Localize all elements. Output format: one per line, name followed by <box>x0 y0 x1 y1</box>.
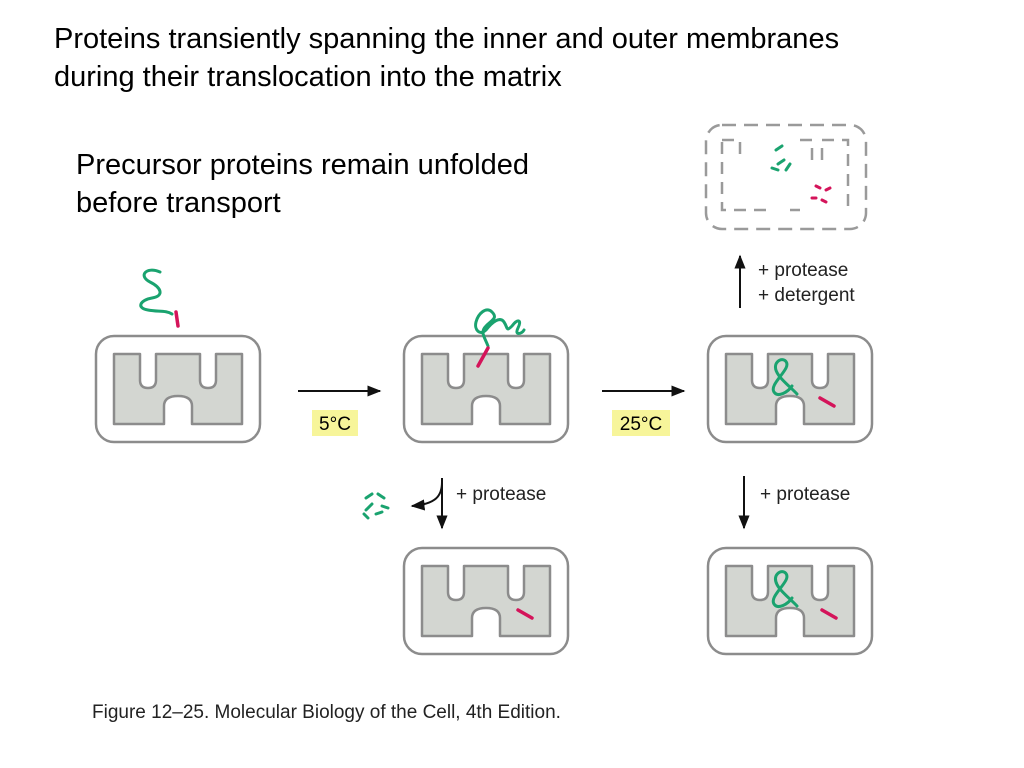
slide-title: Proteins transiently spanning the inner … <box>54 20 1004 96</box>
imported-protein <box>771 358 836 408</box>
svg-text:+ protease: + protease <box>758 260 848 281</box>
protein-spanning-outer <box>474 308 526 368</box>
protected-protein <box>771 570 838 620</box>
svg-text:25°C: 25°C <box>620 414 662 435</box>
temp-label-25c: 25°C <box>612 410 670 436</box>
label-protease-detergent: + protease + detergent <box>758 260 855 306</box>
figure-caption: Figure 12–25. Molecular Biology of the C… <box>92 702 561 723</box>
label-protease-right: + protease <box>760 484 850 505</box>
slide-subtitle-line1: Precursor proteins remain unfolded <box>76 149 529 181</box>
label-protease-left: + protease <box>456 484 546 505</box>
mitochondrion-protease-treated-5c <box>402 546 570 656</box>
precursor-protein-unfolded <box>139 268 180 328</box>
signal-peptide-remaining <box>516 608 534 620</box>
temp-label-5c: 5°C <box>312 410 358 436</box>
slide-title-line1: Proteins transiently spanning the inner … <box>54 23 840 55</box>
digested-fragments <box>362 492 390 520</box>
arrow-down-protease-left <box>410 478 448 530</box>
slide-title-line2: during their translocation into the matr… <box>54 61 562 93</box>
mitochondrion-initial <box>94 334 262 444</box>
slide-subtitle-line2: before transport <box>76 187 281 219</box>
svg-text:5°C: 5°C <box>319 414 351 435</box>
slide-subtitle: Precursor proteins remain unfolded befor… <box>76 146 676 222</box>
mitochondrion-dissolved <box>704 123 868 231</box>
svg-text:+ detergent: + detergent <box>758 285 855 306</box>
